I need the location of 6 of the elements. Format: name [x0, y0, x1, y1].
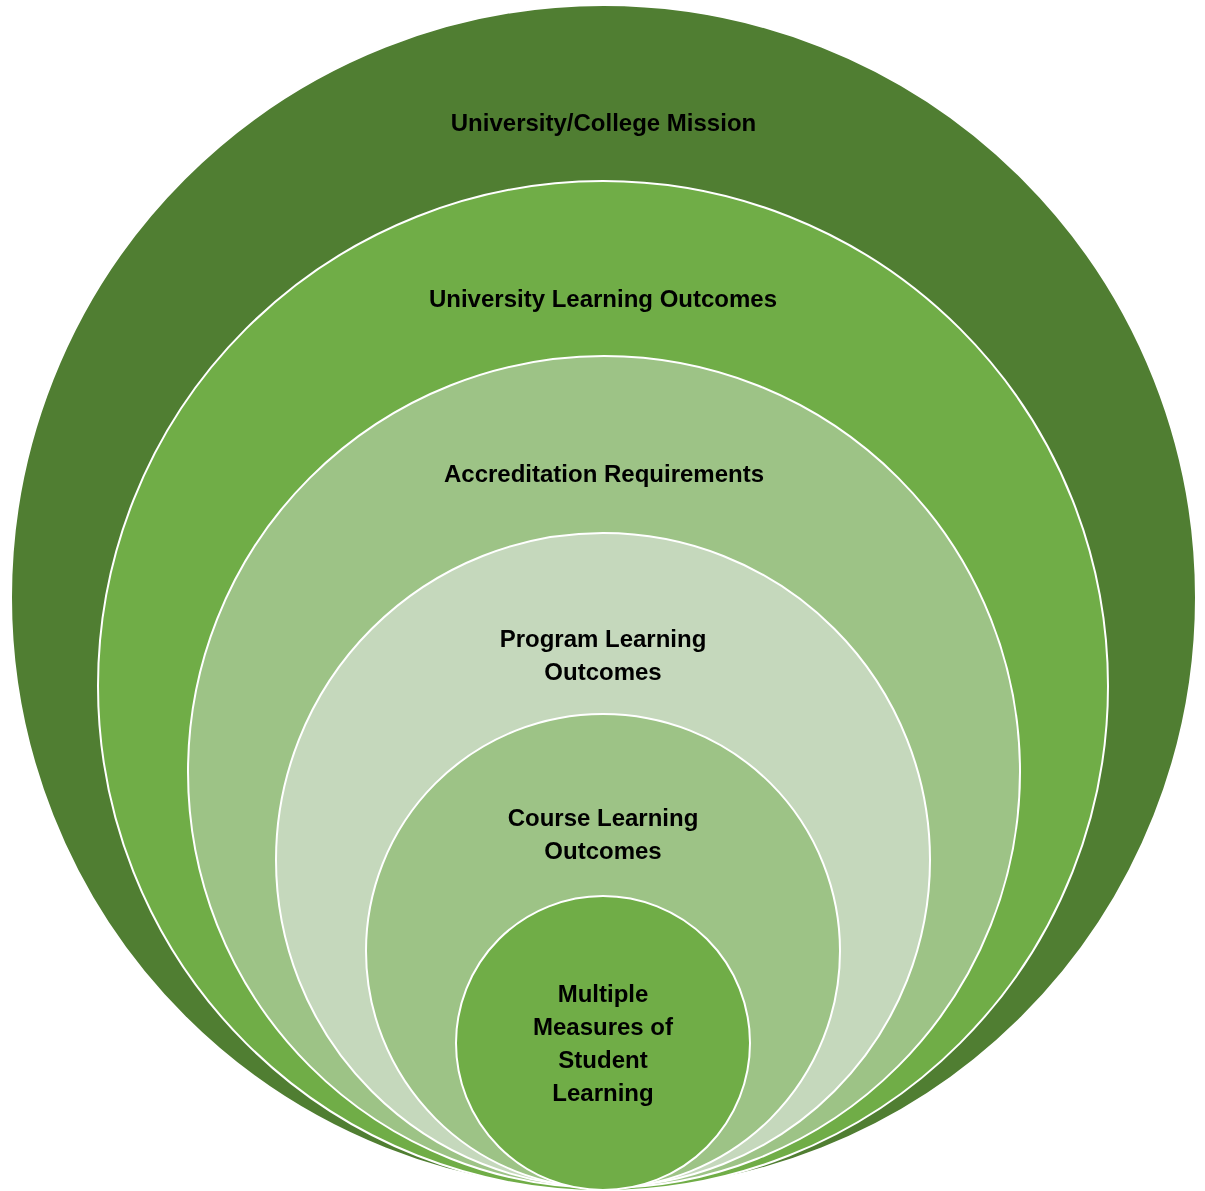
band-label: University Learning Outcomes — [427, 284, 779, 314]
band-label: Course Learning Outcomes — [506, 803, 700, 866]
band-label: Multiple Measures of Student Learning — [531, 979, 675, 1108]
band-label: Program Learning Outcomes — [498, 624, 708, 687]
band-label: Accreditation Requirements — [442, 459, 766, 489]
band-label: University/College Mission — [449, 108, 758, 138]
